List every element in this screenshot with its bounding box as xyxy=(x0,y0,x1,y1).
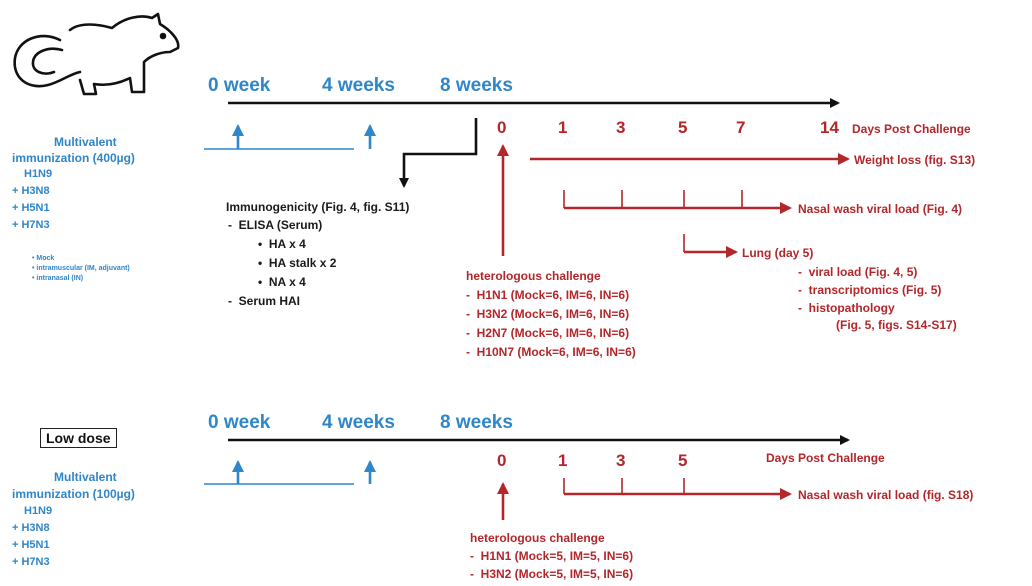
group-item: • Mock xyxy=(32,255,55,262)
strain: + H5N1 xyxy=(12,202,50,214)
lung-item: - histopathology xyxy=(798,301,895,315)
low-dose-label: Low dose xyxy=(40,428,117,448)
week-label: 4 weeks xyxy=(322,412,395,433)
elisa-item: • HA stalk x 2 xyxy=(258,256,337,270)
challenge-item: - H10N7 (Mock=6, IM=6, IN=6) xyxy=(466,345,636,359)
challenge-item: - H3N2 (Mock=5, IM=5, IN=6) xyxy=(470,567,634,581)
day-tick-label: 0 xyxy=(497,451,507,470)
strain: + H7N3 xyxy=(12,219,50,231)
day-tick-label: 3 xyxy=(616,118,626,137)
week-label: 0 week xyxy=(208,75,271,96)
day-tick-label: 5 xyxy=(678,451,688,470)
strain: + H3N8 xyxy=(12,522,50,534)
week-label: 4 weeks xyxy=(322,75,395,96)
day-tick-label: 7 xyxy=(736,118,746,137)
lung-item: - transcriptomics (Fig. 5) xyxy=(798,283,942,297)
elisa-label: - ELISA (Serum) xyxy=(228,218,323,232)
weight-loss-label: Weight loss (fig. S13) xyxy=(854,153,976,167)
day-tick-label: 0 xyxy=(497,118,507,137)
group-item: • intranasal (IN) xyxy=(32,275,84,282)
week-label: 8 weeks xyxy=(440,75,513,96)
group-item: • intramuscular (IM, adjuvant) xyxy=(32,265,130,272)
hai-label: - Serum HAI xyxy=(228,294,301,308)
immunization-dose: immunization (400µg) xyxy=(12,151,135,165)
day-tick-label: 1 xyxy=(558,451,568,470)
lung-item: - viral load (Fig. 4, 5) xyxy=(798,265,918,279)
elisa-item: • NA x 4 xyxy=(258,275,306,289)
nasal-wash-label: Nasal wash viral load (Fig. 4) xyxy=(798,202,963,216)
strain: H1N9 xyxy=(24,505,53,517)
lung-note: (Fig. 5, figs. S14-S17) xyxy=(836,318,957,332)
strain: + H7N3 xyxy=(12,556,50,568)
challenge-item: - H2N7 (Mock=6, IM=6, IN=6) xyxy=(466,326,630,340)
lung-title: Lung (day 5) xyxy=(742,246,814,260)
challenge-title: heterologous challenge xyxy=(466,269,601,283)
days-axis-label: Days Post Challenge xyxy=(766,451,885,465)
days-axis-label: Days Post Challenge xyxy=(852,122,971,136)
strain: + H5N1 xyxy=(12,539,50,551)
day-tick-label: 5 xyxy=(678,118,688,137)
challenge-item: - H1N1 (Mock=5, IM=5, IN=6) xyxy=(470,549,634,563)
immunization-title: Multivalent xyxy=(54,135,117,149)
nasal-wash-label: Nasal wash viral load (fig. S18) xyxy=(798,488,974,502)
immunization-title: Multivalent xyxy=(54,470,117,484)
immunogenicity-title: Immunogenicity (Fig. 4, fig. S11) xyxy=(226,200,410,214)
challenge-item: - H1N1 (Mock=6, IM=6, IN=6) xyxy=(466,288,630,302)
challenge-item: - H3N2 (Mock=6, IM=6, IN=6) xyxy=(466,307,630,321)
day-tick-label: 14 xyxy=(820,118,839,137)
strain: H1N9 xyxy=(24,168,53,180)
elisa-item: • HA x 4 xyxy=(258,237,306,251)
week-label: 0 week xyxy=(208,412,271,433)
challenge-title: heterologous challenge xyxy=(470,531,605,545)
strain: + H3N8 xyxy=(12,185,50,197)
day-tick-label: 1 xyxy=(558,118,568,137)
week-label: 8 weeks xyxy=(440,412,513,433)
day-tick-label: 3 xyxy=(616,451,626,470)
ferret-outline-icon xyxy=(13,12,180,96)
immunization-dose: immunization (100µg) xyxy=(12,487,135,501)
